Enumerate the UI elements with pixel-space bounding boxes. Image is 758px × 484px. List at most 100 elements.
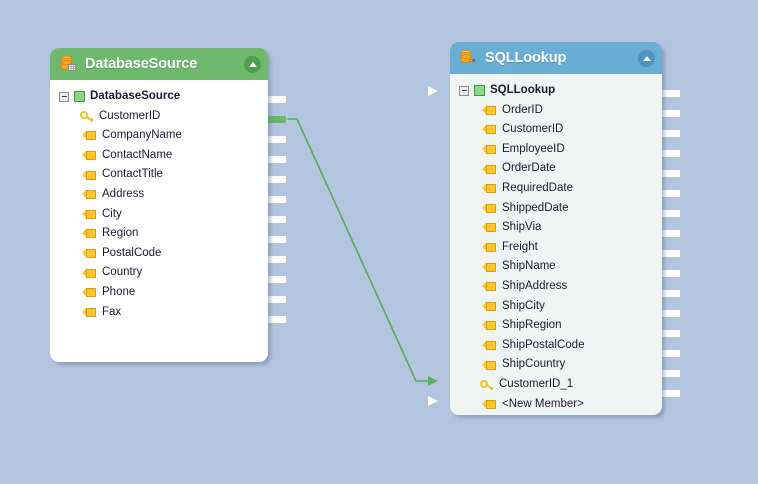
output-stub-orderdate[interactable]	[662, 169, 680, 177]
input-arrow-newmember[interactable]	[428, 396, 438, 406]
output-stub-companyname[interactable]	[268, 135, 286, 143]
output-stub-root[interactable]	[268, 95, 286, 103]
output-stub-fax[interactable]	[268, 315, 286, 323]
field-row-shipcountry[interactable]: ShipCountry	[450, 355, 662, 375]
sql-lookup-icon	[459, 49, 477, 67]
field-tag-icon	[482, 399, 496, 409]
field-tag-icon	[82, 170, 96, 180]
node-databasesource-header[interactable]: DatabaseSource	[50, 48, 268, 80]
node-databasesource[interactable]: DatabaseSource DatabaseSource CustomerID	[50, 48, 268, 362]
field-tag-icon	[82, 131, 96, 141]
field-label: Freight	[502, 240, 538, 253]
field-row-requireddate[interactable]: RequiredDate	[450, 179, 662, 199]
field-tag-icon	[82, 209, 96, 219]
field-label: ShipName	[502, 260, 556, 273]
collapse-up-icon[interactable]	[244, 55, 261, 73]
field-label: Phone	[102, 285, 136, 298]
output-stub-customerid1[interactable]	[662, 389, 680, 397]
input-arrow-customerid1[interactable]	[428, 376, 438, 386]
node-databasesource-field-list: DatabaseSource CustomerID CompanyName Co…	[50, 80, 268, 330]
output-stub-contactname[interactable]	[268, 155, 286, 163]
field-row-companyname[interactable]: CompanyName	[50, 126, 268, 146]
output-stub-freight[interactable]	[662, 249, 680, 257]
output-stub-requireddate[interactable]	[662, 189, 680, 197]
field-row-shipaddress[interactable]: ShipAddress	[450, 277, 662, 297]
output-stub-root[interactable]	[662, 89, 680, 97]
connection-customerid-to-customerid1[interactable]	[287, 118, 437, 382]
field-tag-icon	[82, 190, 96, 200]
output-stub-region[interactable]	[268, 235, 286, 243]
field-label: Region	[102, 227, 139, 240]
field-row-address[interactable]: Address	[50, 185, 268, 205]
field-row-shipcity[interactable]: ShipCity	[450, 297, 662, 317]
field-tag-icon	[82, 249, 96, 259]
output-stub-shipname[interactable]	[662, 269, 680, 277]
field-tag-icon	[82, 288, 96, 298]
field-tag-icon	[82, 229, 96, 239]
field-tag-icon	[482, 125, 496, 135]
output-stub-address[interactable]	[268, 195, 286, 203]
field-label: CustomerID_1	[499, 377, 574, 390]
field-tag-icon	[482, 223, 496, 233]
field-row-contactname[interactable]: ContactName	[50, 146, 268, 166]
collapse-up-icon[interactable]	[638, 49, 655, 67]
field-tag-icon	[482, 282, 496, 292]
tree-root-row-databasesource[interactable]: DatabaseSource	[50, 87, 268, 107]
output-stub-customerid[interactable]	[662, 129, 680, 137]
output-stub-city[interactable]	[268, 215, 286, 223]
field-row-customerid[interactable]: CustomerID	[50, 107, 268, 127]
field-tag-icon	[482, 184, 496, 194]
output-stub-orderid[interactable]	[662, 109, 680, 117]
field-label: PostalCode	[102, 246, 162, 259]
field-row-shippeddate[interactable]: ShippedDate	[450, 199, 662, 219]
field-label: ShipVia	[502, 221, 542, 234]
output-stub-customerid[interactable]	[268, 115, 286, 123]
field-tag-icon	[482, 145, 496, 155]
field-row-shipregion[interactable]: ShipRegion	[450, 316, 662, 336]
field-tag-icon	[482, 341, 496, 351]
field-row-phone[interactable]: Phone	[50, 283, 268, 303]
output-stub-shipcity[interactable]	[662, 309, 680, 317]
field-label: OrderID	[502, 103, 543, 116]
field-tag-icon	[82, 151, 96, 161]
field-row-country[interactable]: Country	[50, 263, 268, 283]
output-stub-shipcountry[interactable]	[662, 369, 680, 377]
input-arrow-root[interactable]	[428, 86, 438, 96]
output-stub-shipregion[interactable]	[662, 329, 680, 337]
field-row-postalcode[interactable]: PostalCode	[50, 244, 268, 264]
field-row-newmember[interactable]: <New Member>	[450, 395, 662, 415]
field-row-contacttitle[interactable]: ContactTitle	[50, 165, 268, 185]
field-row-region[interactable]: Region	[50, 224, 268, 244]
field-row-customerid[interactable]: CustomerID	[450, 120, 662, 140]
field-row-fax[interactable]: Fax	[50, 303, 268, 323]
tree-root-row-sqllookup[interactable]: SQLLookup	[450, 81, 662, 101]
tree-expander-icon[interactable]	[59, 91, 69, 102]
field-tag-icon	[482, 105, 496, 115]
tree-root-label: SQLLookup	[490, 84, 556, 97]
node-sqllookup[interactable]: SQLLookup SQLLookup OrderID Custome	[450, 42, 662, 415]
field-row-orderid[interactable]: OrderID	[450, 101, 662, 121]
output-stub-shippeddate[interactable]	[662, 209, 680, 217]
output-stub-postalcode[interactable]	[268, 255, 286, 263]
output-stub-employeeid[interactable]	[662, 149, 680, 157]
field-row-shippostalcode[interactable]: ShipPostalCode	[450, 336, 662, 356]
output-stub-phone[interactable]	[268, 295, 286, 303]
field-row-city[interactable]: City	[50, 205, 268, 225]
field-row-customerid1[interactable]: CustomerID_1	[450, 375, 662, 395]
field-label: Address	[102, 188, 145, 201]
field-row-freight[interactable]: Freight	[450, 238, 662, 258]
output-stub-country[interactable]	[268, 275, 286, 283]
field-row-orderdate[interactable]: OrderDate	[450, 159, 662, 179]
field-row-shipvia[interactable]: ShipVia	[450, 218, 662, 238]
field-row-employeeid[interactable]: EmployeeID	[450, 140, 662, 160]
field-row-shipname[interactable]: ShipName	[450, 257, 662, 277]
tree-expander-icon[interactable]	[459, 85, 469, 96]
output-stub-shipaddress[interactable]	[662, 289, 680, 297]
output-stub-shippostalcode[interactable]	[662, 349, 680, 357]
output-stub-contacttitle[interactable]	[268, 175, 286, 183]
database-cylinder-icon	[59, 55, 77, 73]
node-sqllookup-header[interactable]: SQLLookup	[450, 42, 662, 74]
field-label: Country	[102, 266, 143, 279]
output-stub-shipvia[interactable]	[662, 229, 680, 237]
